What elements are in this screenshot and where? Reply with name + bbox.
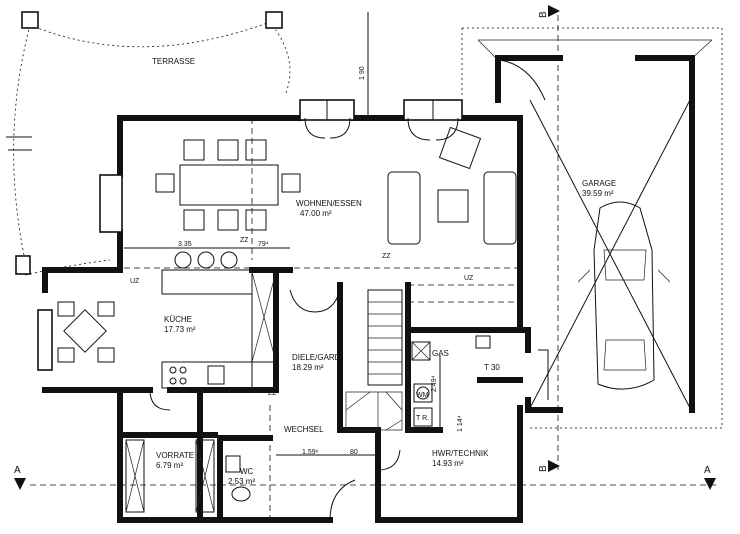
room-area-wohnen: 47.00 m² bbox=[300, 209, 332, 218]
dining-table bbox=[155, 139, 301, 231]
room-area-kueche: 17.73 m² bbox=[164, 325, 196, 334]
car bbox=[577, 201, 671, 390]
kitchen-bar bbox=[161, 251, 277, 389]
dim-249: 2.49⁴ bbox=[431, 375, 438, 392]
garage-walls bbox=[495, 55, 695, 413]
terrace-outline bbox=[6, 11, 291, 276]
section-arrow-a-left bbox=[14, 478, 26, 490]
door-swings bbox=[149, 59, 549, 521]
label-uz-living: UZ bbox=[464, 275, 474, 282]
room-name-vorrate: VORRATE bbox=[156, 451, 194, 460]
gas-meter bbox=[411, 341, 431, 361]
terrace-post bbox=[21, 11, 39, 29]
dryer bbox=[413, 407, 433, 427]
utility-sink bbox=[475, 335, 491, 349]
section-arrow-a-right bbox=[704, 478, 716, 490]
room-name-wc: WC bbox=[240, 467, 254, 476]
room-area-garage: 39.59 m² bbox=[582, 189, 614, 198]
dim-79: 79⁴ bbox=[258, 241, 269, 248]
living-furniture bbox=[387, 126, 517, 245]
terrace-post bbox=[265, 11, 283, 29]
room-area-wc: 2.53 m² bbox=[228, 477, 255, 486]
dimension-lines bbox=[124, 12, 441, 456]
interior-walls bbox=[119, 267, 523, 523]
overhead-lines bbox=[30, 15, 720, 520]
staircase bbox=[345, 289, 403, 431]
room-name-diele: DIELE/GARD. bbox=[292, 353, 343, 362]
section-arrow-b-top bbox=[548, 5, 560, 17]
section-marker-a-right: A bbox=[704, 465, 711, 476]
wc-fixtures bbox=[225, 455, 251, 502]
pantry-shelves bbox=[125, 439, 215, 513]
garage-canopy bbox=[461, 27, 723, 429]
section-arrow-b-bottom bbox=[548, 460, 560, 472]
label-zz-3: ZZ bbox=[268, 390, 277, 397]
label-wechsel: WECHSEL bbox=[284, 425, 324, 434]
section-marker-b-bottom: B bbox=[538, 465, 549, 472]
label-zz-1: ZZ bbox=[240, 237, 249, 244]
exterior-walls bbox=[42, 115, 523, 523]
window-west bbox=[99, 174, 123, 233]
label-uz-kitchen: UZ bbox=[130, 278, 140, 285]
label-t30: T 30 bbox=[484, 363, 500, 372]
armchair bbox=[438, 126, 482, 170]
kitchen-counter bbox=[161, 361, 253, 389]
sink bbox=[207, 365, 225, 385]
section-marker-a-left: A bbox=[14, 465, 21, 476]
room-name-kueche: KÜCHE bbox=[164, 315, 192, 324]
utility-fixtures bbox=[411, 335, 491, 427]
dim-190: 1 90 bbox=[359, 66, 366, 80]
terrace-post bbox=[15, 255, 31, 275]
section-marker-b-top: B bbox=[538, 11, 549, 18]
dim-80: 80 bbox=[350, 449, 358, 456]
dim-114: 1 14⁴ bbox=[457, 415, 464, 432]
dim-335: 3.35 bbox=[178, 241, 192, 248]
label-zz-2: ZZ bbox=[382, 253, 391, 260]
label-tr: T R. bbox=[416, 415, 429, 422]
room-area-vorrate: 6.79 m² bbox=[156, 461, 183, 470]
room-name-terrasse: TERRASSE bbox=[152, 57, 195, 66]
sofa bbox=[483, 171, 517, 245]
breakfast-table bbox=[37, 301, 115, 371]
window-kitchen bbox=[37, 309, 53, 371]
sofa bbox=[387, 171, 421, 245]
label-gas: GAS bbox=[432, 349, 449, 358]
coffee-table bbox=[437, 189, 469, 223]
label-wm: WM bbox=[416, 392, 429, 399]
room-name-garage: GARAGE bbox=[582, 179, 616, 188]
room-area-diele: 18.29 m² bbox=[292, 363, 324, 372]
room-area-hwr: 14.93 m² bbox=[432, 459, 464, 468]
windows-top bbox=[99, 99, 463, 233]
room-name-wohnen: WOHNEN/ESSEN bbox=[296, 199, 362, 208]
dim-159: 1.59⁶ bbox=[302, 449, 319, 456]
room-name-hwr: HWR/TECHNIK bbox=[432, 449, 489, 458]
washing-machine bbox=[413, 383, 433, 403]
